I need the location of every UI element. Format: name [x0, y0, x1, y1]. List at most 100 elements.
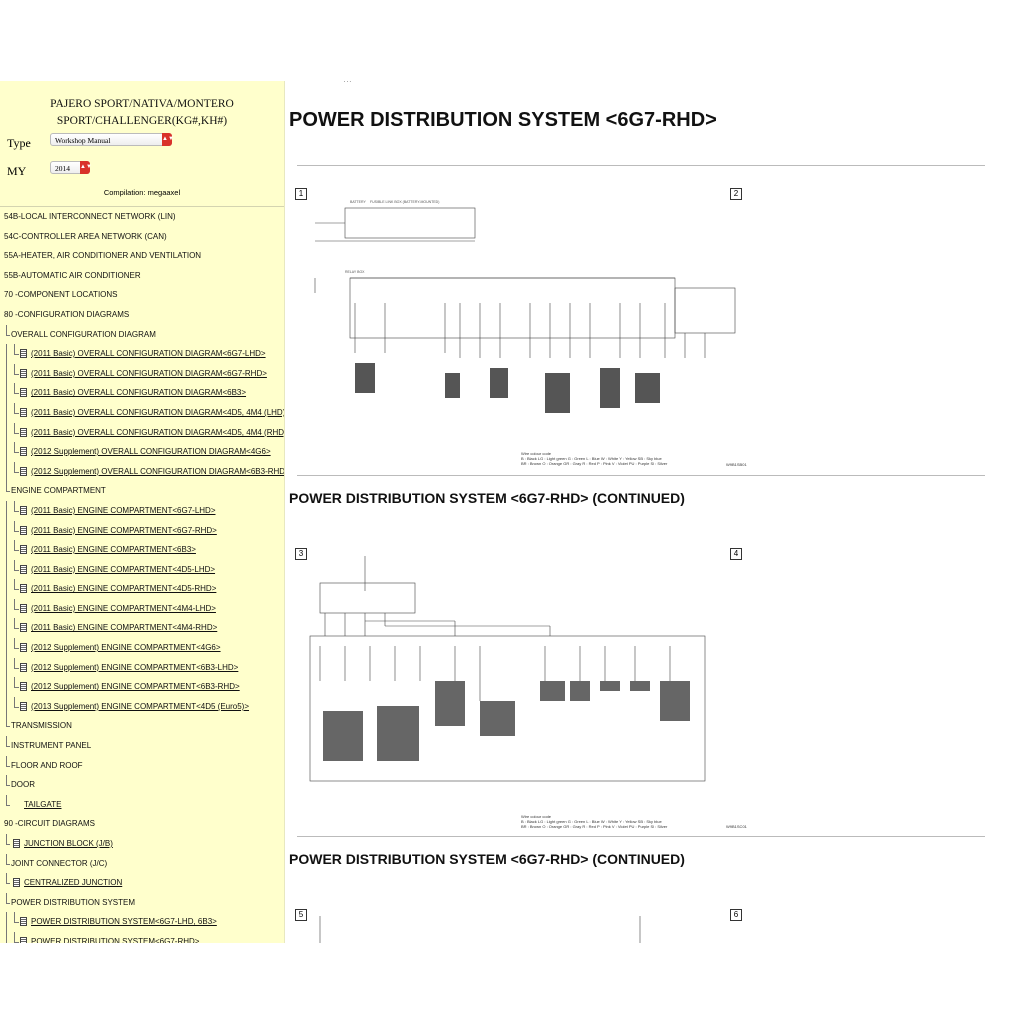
tree-link[interactable]: (2011 Basic) ENGINE COMPARTMENT<4D5-LHD> [31, 564, 216, 574]
tree-link[interactable]: (2011 Basic) ENGINE COMPARTMENT<4M4-LHD> [31, 603, 216, 613]
tree-branch-line [14, 344, 15, 355]
tree-item[interactable]: (2011 Basic) ENGINE COMPARTMENT<4D5-LHD> [0, 559, 284, 580]
tree-item[interactable]: OVERALL CONFIGURATION DIAGRAM [0, 324, 284, 345]
tree-branch-line [14, 373, 19, 375]
tree-item[interactable]: (2011 Basic) ENGINE COMPARTMENT<6B3> [0, 540, 284, 560]
tree-item[interactable]: POWER DISTRIBUTION SYSTEM [0, 892, 284, 913]
tree-link[interactable]: (2011 Basic) OVERALL CONFIGURATION DIAGR… [31, 388, 247, 398]
tree-item[interactable]: FLOOR AND ROOF [0, 755, 284, 776]
tree-item[interactable]: 55A-HEATER, AIR CONDITIONER AND VENTILAT… [0, 246, 284, 266]
document-icon [20, 447, 27, 457]
document-icon [20, 936, 27, 943]
tree-item[interactable]: 55B-AUTOMATIC AIR CONDITIONER [0, 266, 284, 286]
tree-branch-line [14, 589, 19, 591]
tree-item[interactable]: (2012 Supplement) ENGINE COMPARTMENT<6B3… [0, 677, 284, 697]
tree-link[interactable]: POWER DISTRIBUTION SYSTEM<6G7-RHD> [31, 936, 200, 943]
tree-item[interactable]: CENTRALIZED JUNCTION [0, 873, 284, 893]
tree-item[interactable]: (2011 Basic) OVERALL CONFIGURATION DIAGR… [0, 422, 284, 443]
tree-link[interactable]: (2011 Basic) OVERALL CONFIGURATION DIAGR… [31, 407, 284, 417]
tree-item[interactable]: (2011 Basic) ENGINE COMPARTMENT<4M4-RHD> [0, 618, 284, 639]
wire-colour-code-line1: B : Black LG : Light green G : Green L :… [521, 456, 662, 461]
tree-link[interactable]: (2012 Supplement) ENGINE COMPARTMENT<4G6… [31, 643, 221, 653]
tree-branch-line [14, 461, 15, 472]
tree-branch-line [6, 422, 7, 443]
my-select[interactable]: 2014 ▲▼ [50, 161, 92, 174]
chevron-down-icon: ▲▼ [162, 133, 174, 146]
tree-link[interactable]: (2011 Basic) OVERALL CONFIGURATION DIAGR… [31, 368, 267, 378]
document-content: ' ' ' POWER DISTRIBUTION SYSTEM <6G7-RHD… [289, 81, 1024, 943]
tree-item[interactable]: POWER DISTRIBUTION SYSTEM<6G7-RHD> [0, 931, 284, 943]
tree-branch-line [14, 510, 19, 512]
tree-link[interactable]: (2012 Supplement) ENGINE COMPARTMENT<6B3… [31, 682, 240, 692]
tree-item[interactable]: TAILGATE [0, 794, 284, 815]
tree-item[interactable]: POWER DISTRIBUTION SYSTEM<6G7-LHD, 6B3> [0, 912, 284, 932]
wiring-diagram-3 [319, 916, 641, 943]
tree-item[interactable]: (2011 Basic) OVERALL CONFIGURATION DIAGR… [0, 344, 284, 364]
tree-label: 55B-AUTOMATIC AIR CONDITIONER [4, 270, 141, 280]
tree-branch-line [6, 834, 7, 844]
section-title: POWER DISTRIBUTION SYSTEM <6G7-RHD> (CON… [289, 851, 685, 867]
tree-item[interactable]: (2011 Basic) OVERALL CONFIGURATION DIAGR… [0, 402, 284, 423]
tree-branch-line [14, 530, 19, 532]
tree-branch-line [14, 354, 19, 356]
tree-label: 80 -CONFIGURATION DIAGRAMS [4, 309, 130, 319]
tree-link[interactable]: (2011 Basic) ENGINE COMPARTMENT<4M4-RHD> [31, 623, 218, 633]
tree-item[interactable]: (2011 Basic) ENGINE COMPARTMENT<4M4-LHD> [0, 598, 284, 619]
document-icon [20, 623, 27, 633]
tree-branch-line [6, 785, 10, 787]
tree-item[interactable]: (2012 Supplement) OVERALL CONFIGURATION … [0, 442, 284, 462]
tree-branch-line [6, 853, 7, 864]
tree-link[interactable]: (2011 Basic) ENGINE COMPARTMENT<6G7-LHD> [31, 505, 216, 515]
tree-item[interactable]: 54C-CONTROLLER AREA NETWORK (CAN) [0, 227, 284, 247]
tree-item[interactable]: (2011 Basic) ENGINE COMPARTMENT<4D5-RHD> [0, 579, 284, 599]
tree-item[interactable]: (2013 Supplement) ENGINE COMPARTMENT<4D5… [0, 696, 284, 717]
tree-branch-line [14, 608, 19, 610]
tree-item[interactable]: 54B-LOCAL INTERCONNECT NETWORK (LIN) [0, 207, 284, 227]
tree-link[interactable]: (2011 Basic) OVERALL CONFIGURATION DIAGR… [31, 349, 266, 359]
section-title: POWER DISTRIBUTION SYSTEM <6G7-RHD> (CON… [289, 490, 685, 506]
tree-item[interactable]: (2011 Basic) OVERALL CONFIGURATION DIAGR… [0, 363, 284, 384]
tree-link[interactable]: POWER DISTRIBUTION SYSTEM<6G7-LHD, 6B3> [31, 917, 217, 927]
tree-item[interactable]: (2012 Supplement) ENGINE COMPARTMENT<6B3… [0, 657, 284, 678]
type-select[interactable]: Workshop Manual ▲▼ [50, 133, 174, 146]
my-label: MY [7, 164, 27, 178]
tree-link[interactable]: (2012 Supplement) ENGINE COMPARTMENT<6B3… [31, 662, 239, 672]
document-icon [20, 525, 27, 535]
document-icon [20, 368, 27, 378]
tree-link[interactable]: TAILGATE [24, 799, 62, 809]
wire-colour-code-heading: Wire colour code [521, 451, 552, 456]
tree-link[interactable]: JUNCTION BLOCK (J/B) [24, 839, 113, 848]
tree-branch-line [14, 432, 19, 434]
tree-item[interactable]: 70 -COMPONENT LOCATIONS [0, 285, 284, 305]
tree-item[interactable]: DOOR [0, 775, 284, 795]
tree-branch-line [6, 736, 7, 747]
document-icon [13, 839, 20, 848]
tree-item[interactable]: JOINT CONNECTOR (J/C) [0, 853, 284, 874]
tree-item[interactable]: ENGINE COMPARTMENT [0, 481, 284, 501]
tree-link[interactable]: (2011 Basic) ENGINE COMPARTMENT<4D5-RHD> [31, 584, 217, 594]
tree-link[interactable]: (2011 Basic) ENGINE COMPARTMENT<6B3> [31, 545, 196, 555]
tree-link[interactable]: (2011 Basic) OVERALL CONFIGURATION DIAGR… [31, 427, 284, 437]
tree-item[interactable]: (2011 Basic) OVERALL CONFIGURATION DIAGR… [0, 383, 284, 403]
tree-link[interactable]: (2012 Supplement) OVERALL CONFIGURATION … [31, 447, 271, 457]
tree-item[interactable]: INSTRUMENT PANEL [0, 736, 284, 756]
compilation-note: Compilation: megaaxel [103, 188, 181, 197]
type-select-value: Workshop Manual [55, 136, 111, 145]
svg-text:FUSIBLE LINK BOX (BATTERY-MOUN: FUSIBLE LINK BOX (BATTERY-MOUNTED) [370, 200, 439, 204]
tree-item[interactable]: (2012 Supplement) OVERALL CONFIGURATION … [0, 461, 284, 482]
tree-branch-line [6, 765, 10, 767]
tree-branch-line [6, 461, 7, 482]
tree-item[interactable]: TRANSMISSION [0, 716, 284, 736]
tree-link[interactable]: (2013 Supplement) ENGINE COMPARTMENT<4D5… [31, 701, 250, 711]
tree-item[interactable]: JUNCTION BLOCK (J/B) [0, 834, 284, 854]
tree-label: FLOOR AND ROOF [11, 760, 83, 770]
tree-branch-line [6, 912, 7, 932]
tree-link[interactable]: CENTRALIZED JUNCTION [24, 878, 123, 888]
tree-item[interactable]: (2011 Basic) ENGINE COMPARTMENT<6G7-RHD> [0, 520, 284, 541]
tree-item[interactable]: 80 -CONFIGURATION DIAGRAMS [0, 305, 284, 325]
tree-item[interactable]: (2012 Supplement) ENGINE COMPARTMENT<4G6… [0, 638, 284, 658]
tree-link[interactable]: (2011 Basic) ENGINE COMPARTMENT<6G7-RHD> [31, 525, 217, 535]
tree-link[interactable]: (2012 Supplement) OVERALL CONFIGURATION … [31, 466, 284, 476]
tree-item[interactable]: (2011 Basic) ENGINE COMPARTMENT<6G7-LHD> [0, 500, 284, 521]
tree-item[interactable]: 90 -CIRCUIT DIAGRAMS [0, 814, 284, 834]
